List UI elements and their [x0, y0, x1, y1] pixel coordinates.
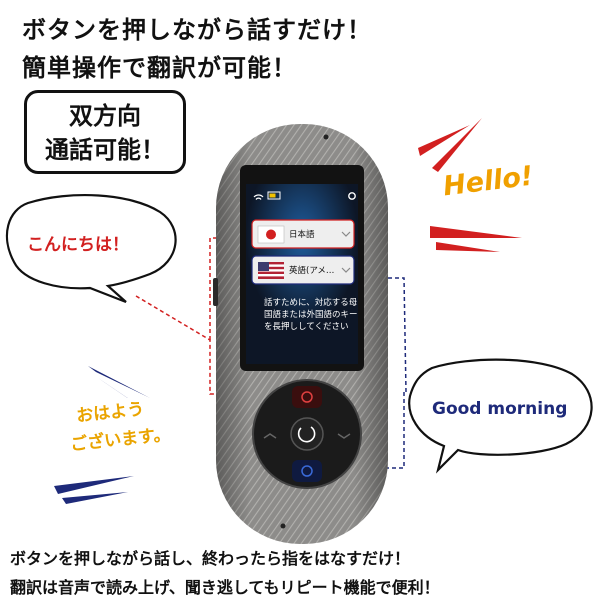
screen-message-line-1: 話すために、対応する母: [264, 298, 358, 308]
two-way-call-badge: 双方向 通話可能！: [24, 90, 186, 174]
repeat-icon: [297, 426, 316, 443]
language-2-label: 英語(アメ…: [289, 266, 335, 276]
chevron-down-icon: [341, 267, 351, 273]
volume-down-icon: [337, 433, 351, 439]
badge-line-2: 通話可能！: [45, 136, 165, 164]
us-flag-icon: [258, 262, 284, 279]
footer-line-1: ボタンを押しながら話し、終わったら指をはなすだけ！: [10, 549, 411, 568]
good-morning-bubble: [408, 358, 593, 474]
footer-line-2: 翻訳は音声で読み上げ、聞き逃してもリピート機能で便利！: [10, 578, 440, 597]
volume-up-icon: [263, 433, 277, 439]
speak-icon: [301, 391, 313, 403]
konnichiwa-bubble: [5, 193, 177, 304]
red-accent-strokes: [418, 118, 522, 252]
translator-device: [213, 124, 388, 544]
chevron-down-icon: [341, 231, 351, 237]
headline-line-1: ボタンを押しながら話すだけ！: [22, 16, 372, 44]
language-2-talk-button: [292, 460, 322, 482]
language-1-label: 日本語: [289, 230, 315, 240]
speaker-hole: [280, 523, 286, 529]
good-morning-text: Good morning: [432, 399, 568, 419]
screen-message-line-2: 国語または外国語のキー: [264, 310, 358, 320]
language-1-talk-button: [292, 386, 322, 408]
navy-accent-strokes: [54, 366, 160, 504]
headline-line-2: 簡単操作で翻訳が可能！: [22, 54, 297, 82]
battery-icon: [267, 191, 281, 200]
speak-icon: [301, 465, 313, 477]
side-button: [213, 278, 218, 306]
screen-message-line-3: を長押ししてください: [264, 322, 349, 332]
konnichiwa-text: こんにちは！: [27, 235, 129, 255]
microphone-hole: [323, 134, 329, 140]
center-button: [290, 417, 324, 451]
gear-icon: [348, 192, 356, 200]
wifi-icon: [253, 194, 264, 200]
badge-line-1: 双方向: [69, 102, 141, 130]
